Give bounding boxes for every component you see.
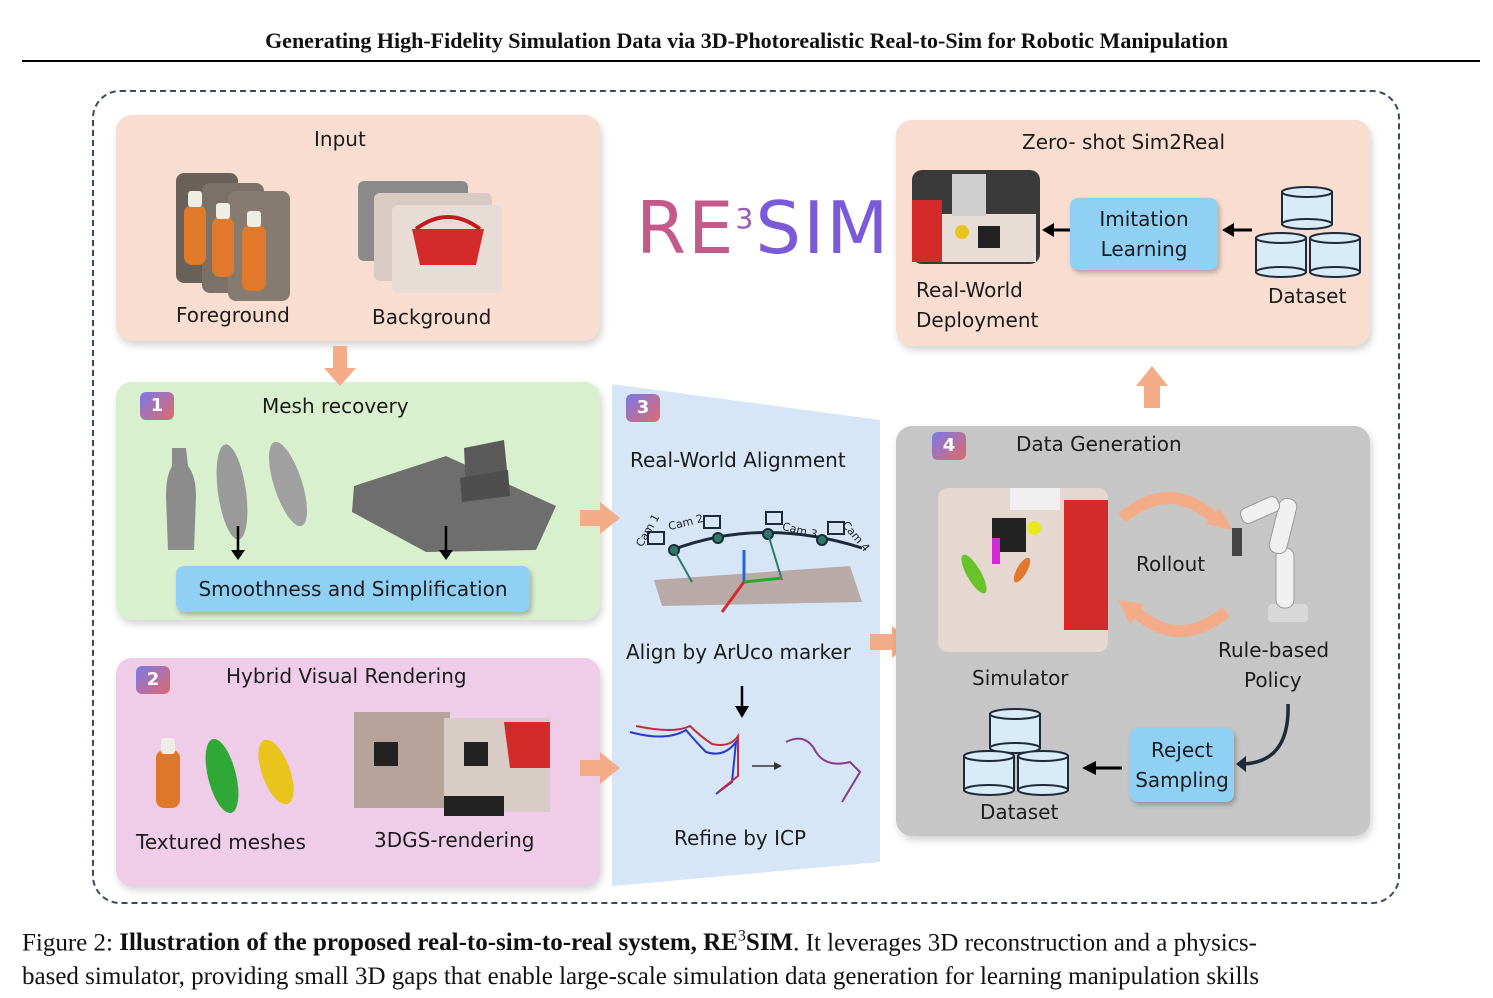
foreground-image [176,173,290,301]
step-badge-3: 3 [626,394,660,422]
zero-shot-title: Zero- shot Sim2Real [1022,130,1226,154]
data-generation-panel: 4 Data Generation Simulator Rollout Rule… [896,426,1370,836]
down-arrows [231,526,453,560]
logo-sim: SIM [755,186,891,270]
rollout-label: Rollout [1136,552,1206,576]
input-title: Input [314,127,366,151]
real-world-deployment-image [912,170,1040,264]
caption-bold-sup: 3 [737,928,746,945]
deploy-label-line1: Real-World [916,278,1023,302]
3dgs-rendering-image [354,712,550,816]
real-world-alignment-title: Real-World Alignment [630,448,846,472]
simulator-label: Simulator [972,666,1069,690]
caption-bold-im: IM [759,929,794,957]
smoothness-simplification-button[interactable]: Smoothness and Simplification [176,566,530,612]
step-badge-2: 2 [136,666,170,694]
imitation-learning-button[interactable]: Imitation Learning [1070,198,1218,270]
step-badge-4: 4 [932,432,966,460]
3dgs-rendering-label: 3DGS-rendering [374,828,535,852]
zero-shot-dataset-icon [1255,186,1361,278]
caption-bold-e: E [721,929,738,957]
reject-to-dataset-arrow [1082,761,1122,775]
reject-sampling-button[interactable]: Reject Sampling [1130,728,1234,802]
re3sim-logo: RE3SIM [636,186,890,270]
data-generation-dataset-label: Dataset [980,800,1059,824]
simulator-image [938,488,1108,652]
caption-bold: Illustration of the proposed real-to-sim… [119,928,794,957]
mesh-recovery-panel: 1 Mesh recovery Smoothness and Simplific… [116,382,600,620]
policy-label-line1: Rule-based [1218,638,1330,662]
caption-bold-text: Illustration of the proposed real-to-sim… [119,929,722,957]
step-badge-1: 1 [140,392,174,420]
mesh-renders [166,440,556,552]
camera-alignment-diagram [647,511,863,613]
background-image [358,181,502,293]
textured-meshes-image [156,738,294,814]
mesh-recovery-title: Mesh recovery [262,394,409,418]
caption-prefix: Figure 2: [22,929,120,957]
reject-label-line2: Sampling [1135,768,1229,792]
hybrid-rendering-title: Hybrid Visual Rendering [226,664,467,688]
logo-sup: 3 [735,202,756,235]
dataset-icon [963,708,1069,796]
zero-shot-panel: Zero- shot Sim2Real Imitation Learning R… [896,120,1370,346]
input-panel: Input Foreground Background [116,115,600,341]
deploy-label-line2: Deployment [916,308,1039,332]
icp-refine-diagram [629,724,862,803]
dataset-to-il-arrow [1222,223,1252,237]
textured-meshes-label: Textured meshes [136,830,306,854]
logo-re: RE [636,186,736,270]
caption-bold-s: S [745,929,760,957]
robot-arm-image [1232,495,1308,622]
foreground-label: Foreground [176,303,290,327]
figure-frame [92,90,1400,904]
il-to-deploy-arrow [1042,223,1070,237]
down-arrow-aruco [735,686,749,718]
policy-label-line2: Policy [1244,668,1302,692]
il-label-line2: Learning [1100,237,1188,261]
refine-icp-label: Refine by ICP [674,826,807,850]
zero-shot-dataset-label: Dataset [1268,284,1347,308]
il-label-line1: Imitation [1099,207,1189,231]
figure-caption: Figure 2: Illustration of the proposed r… [22,920,1482,994]
caption-line2: based simulator, providing small 3D gaps… [22,963,1260,991]
data-generation-title: Data Generation [1016,432,1182,456]
reject-label-line1: Reject [1150,738,1213,762]
align-aruco-label: Align by ArUco marker [626,640,851,664]
background-label: Background [372,305,492,329]
page-header: Generating High-Fidelity Simulation Data… [265,28,1228,53]
header-rule [22,60,1480,62]
rollout-cycle-arrows [1118,492,1232,638]
hybrid-rendering-panel: 2 Hybrid Visual Rendering Textured meshe… [116,658,600,886]
policy-to-reject-arrow [1236,703,1290,772]
caption-rest: . It leverages 3D reconstruction and a p… [793,929,1257,957]
